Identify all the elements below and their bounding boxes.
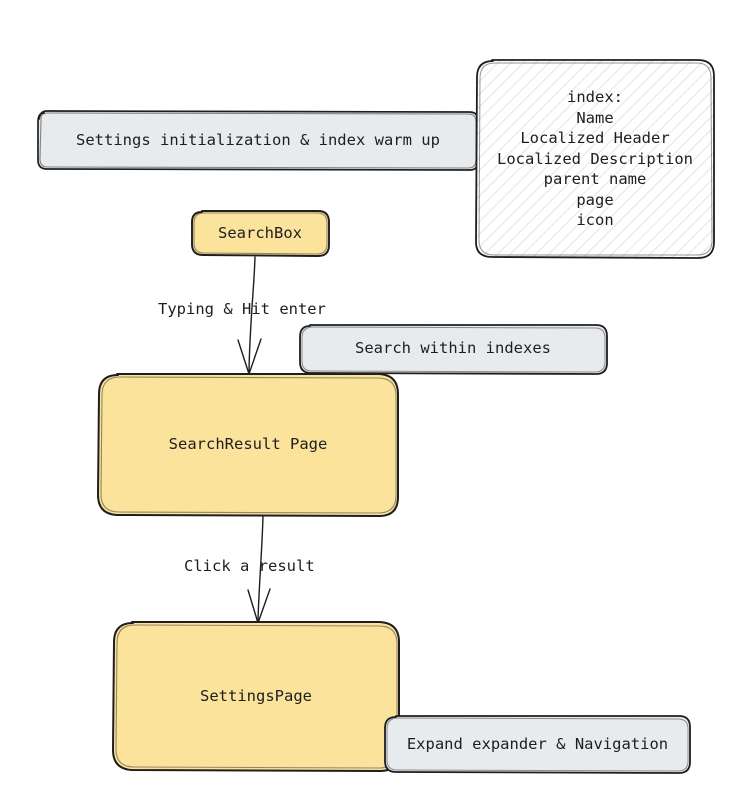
node-searchbox[interactable] bbox=[191, 210, 330, 257]
node-index-card[interactable] bbox=[475, 59, 715, 259]
edge-click-a-result bbox=[247, 515, 271, 624]
node-expand-expander[interactable] bbox=[384, 715, 691, 774]
node-settings-init[interactable] bbox=[37, 110, 479, 171]
node-search-within-indexes[interactable] bbox=[299, 324, 608, 375]
node-search-result-page[interactable] bbox=[97, 373, 399, 517]
edge-typing-hit-enter bbox=[237, 256, 262, 375]
node-settings-page[interactable] bbox=[112, 621, 400, 772]
